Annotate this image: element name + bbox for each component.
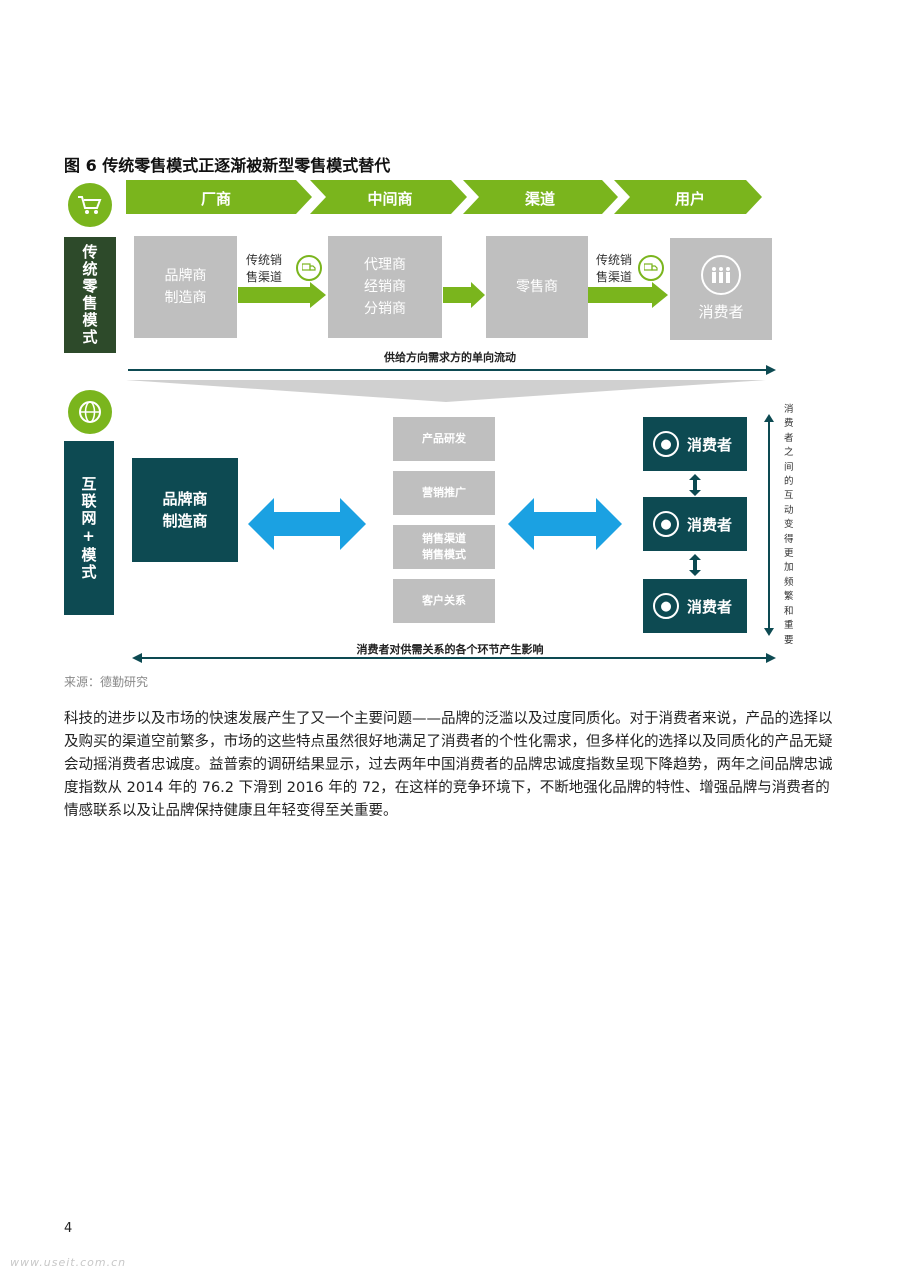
middle-box-product-rd: 产品研发 [393,417,495,461]
truck-icon [638,255,664,281]
traditional-retailer-box: 零售商 [486,236,588,338]
middle-box-sales: 销售渠道销售模式 [393,525,495,569]
bidirectional-arrow-left [248,498,366,550]
transition-funnel [126,380,766,402]
watermark: www.useit.com.cn [10,1256,127,1269]
traditional-arrow-1 [238,282,326,308]
bidirectional-arrow-right [508,498,622,550]
updown-arrow-2 [689,554,701,576]
traditional-mode-label: 传统零售模式 [64,237,116,353]
consumer-box-3: ●消费者 [643,579,747,633]
truck-icon [296,255,322,281]
internet-flow-label: 消费者对供需关系的各个环节产生影响 [356,643,544,656]
internet-manufacturer-box: 品牌商制造商 [132,458,238,562]
traditional-arrow-3 [588,282,668,308]
shopping-cart-icon [68,183,112,227]
consumer-box-2: ●消费者 [643,497,747,551]
globe-icon [68,390,112,434]
middle-box-marketing: 营销推广 [393,471,495,515]
page-number: 4 [64,1221,73,1236]
figure-title: 图 6 传统零售模式正逐渐被新型零售模式替代 [64,156,391,175]
people-icon: ● [653,593,679,619]
traditional-manufacturer-box: 品牌商制造商 [134,236,237,338]
consumer-interaction-label: 消费者之间的互动变得更加频繁和重要 [784,404,794,646]
traditional-flow-label: 供给方向需求方的单向流动 [384,351,516,364]
one-way-flow-arrow [128,365,776,375]
person-icon: ● [653,431,679,457]
channel-label-2: 传统销售渠道 [596,253,633,284]
traditional-arrow-2 [443,282,485,308]
two-way-flow-arrow [132,653,776,663]
channel-label-1: 传统销售渠道 [246,253,283,284]
person-icon: ● [653,511,679,537]
people-icon [701,255,741,295]
body-paragraph: 科技的进步以及市场的快速发展产生了又一个主要问题——品牌的泛滥以及过度同质化。对… [64,711,833,819]
middle-box-customer-relations: 客户关系 [393,579,495,623]
stage-chevron-bar [126,180,762,214]
stage-manufacturer: 厂商 [200,190,231,208]
internet-plus-mode-label: 互联网+模式 [64,441,114,615]
consumer-box-1: ●消费者 [643,417,747,471]
stage-middleman: 中间商 [367,190,413,208]
updown-arrow-1 [689,474,701,496]
stage-channel: 渠道 [524,190,555,208]
figure-source: 来源：德勤研究 [64,675,149,689]
traditional-middleman-box: 代理商经销商分销商 [328,236,442,338]
vertical-interaction-arrow [764,414,774,636]
traditional-consumer-box: 消费者 [670,238,772,340]
stage-user: 用户 [674,190,705,208]
